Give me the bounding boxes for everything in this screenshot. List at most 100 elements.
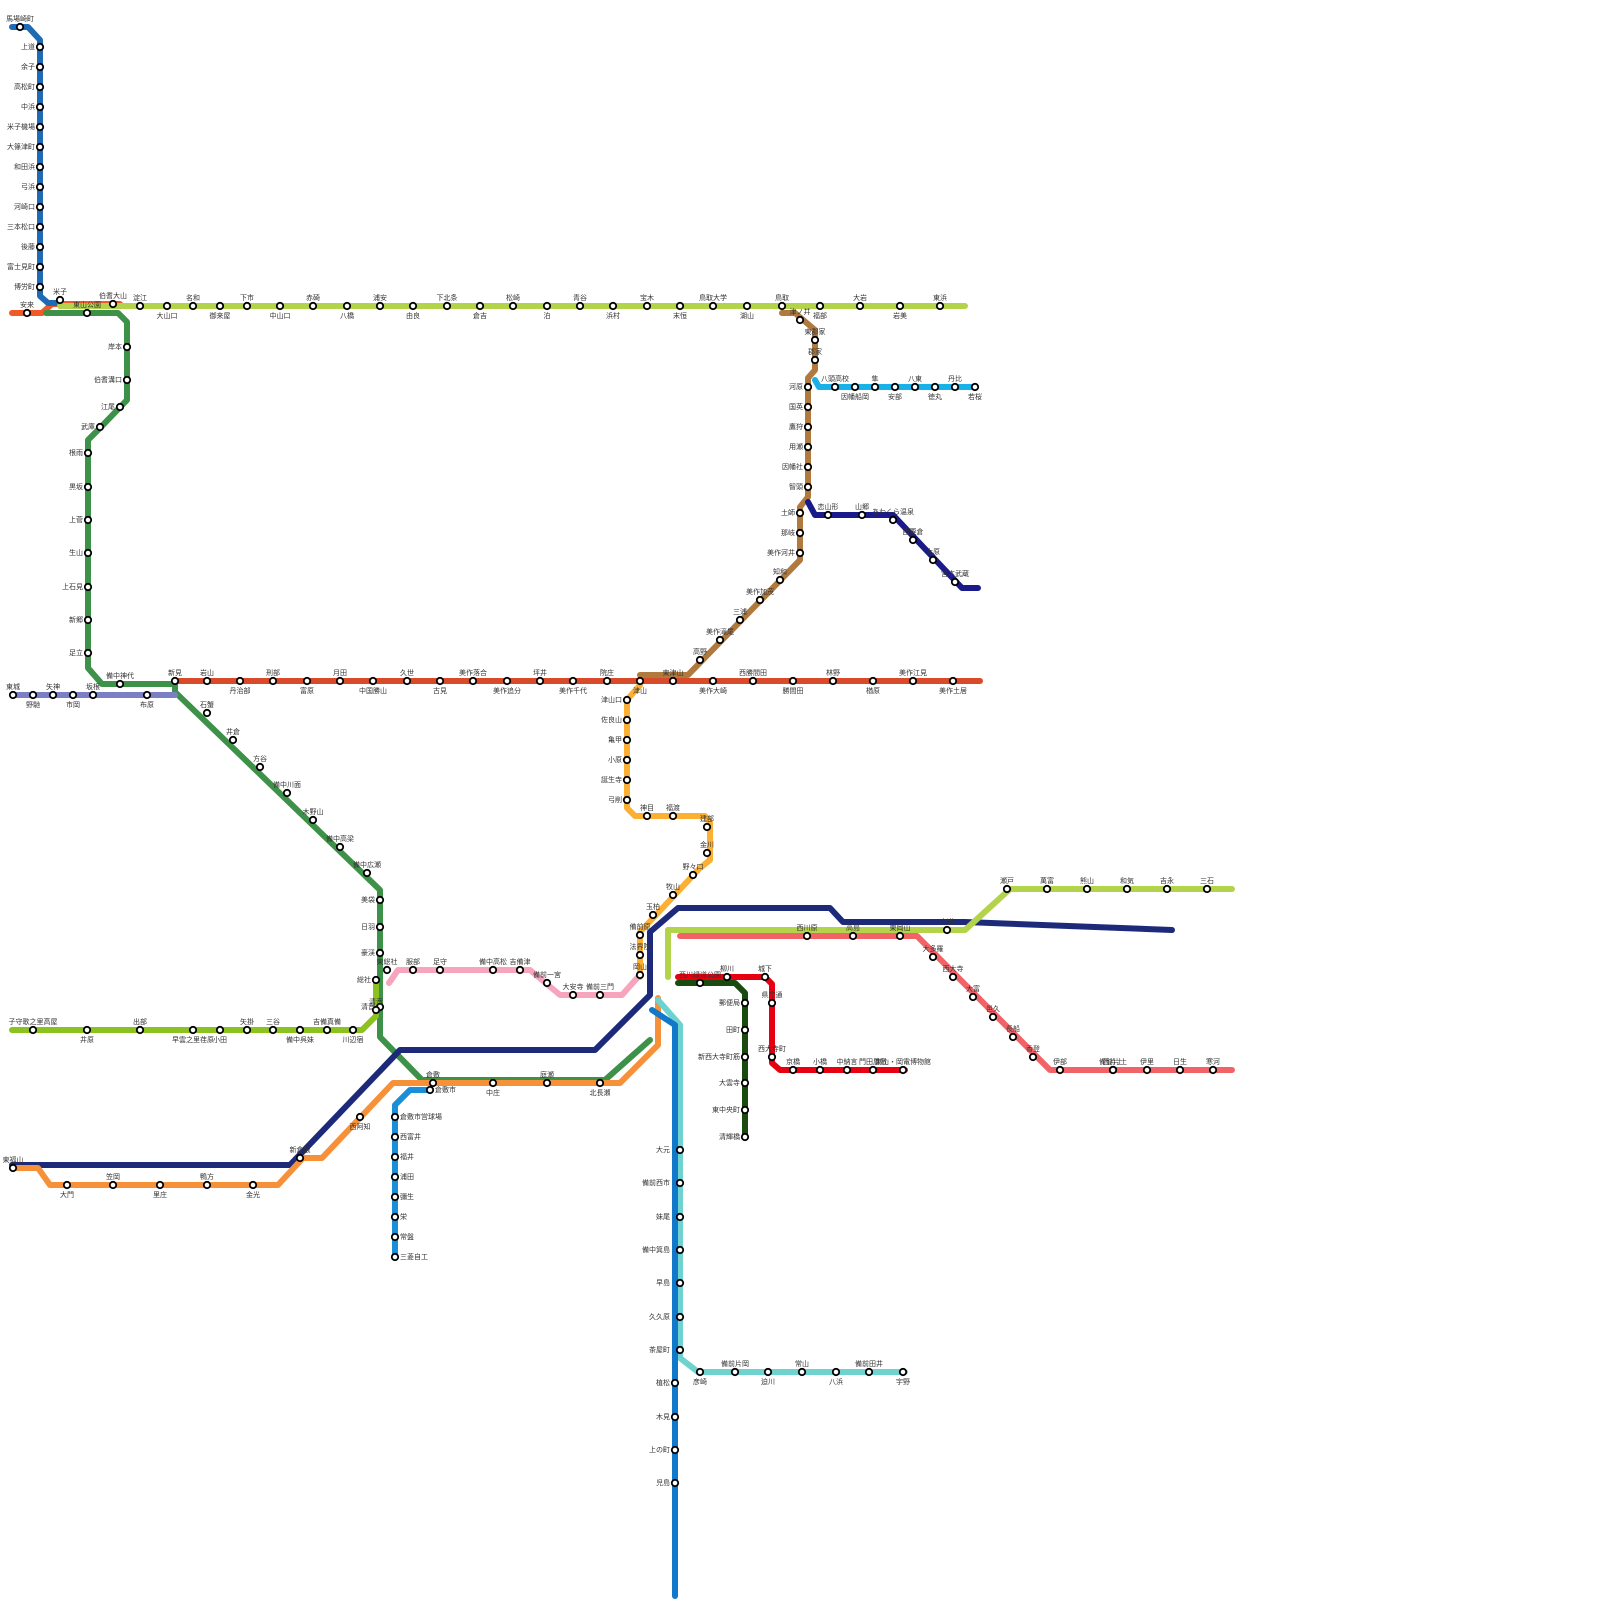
- station-marker[interactable]: [83, 515, 93, 525]
- station-marker[interactable]: [542, 1078, 552, 1088]
- station-marker[interactable]: [308, 815, 318, 825]
- station-marker[interactable]: [83, 582, 93, 592]
- station-marker[interactable]: [950, 382, 960, 392]
- station-marker[interactable]: [668, 890, 678, 900]
- station-marker[interactable]: [62, 1180, 72, 1190]
- station-marker[interactable]: [215, 1025, 225, 1035]
- station-marker[interactable]: [670, 1478, 680, 1488]
- station-marker[interactable]: [788, 676, 798, 686]
- station-marker[interactable]: [755, 595, 765, 605]
- station-marker[interactable]: [48, 690, 58, 700]
- station-marker[interactable]: [675, 301, 685, 311]
- station-marker[interactable]: [335, 676, 345, 686]
- station-marker[interactable]: [868, 676, 878, 686]
- station-marker[interactable]: [28, 690, 38, 700]
- station-marker[interactable]: [708, 301, 718, 311]
- station-marker[interactable]: [635, 930, 645, 940]
- station-marker[interactable]: [8, 690, 18, 700]
- station-marker[interactable]: [68, 690, 78, 700]
- station-marker[interactable]: [670, 1378, 680, 1388]
- station-marker[interactable]: [435, 965, 445, 975]
- station-marker[interactable]: [635, 950, 645, 960]
- station-marker[interactable]: [408, 301, 418, 311]
- station-marker[interactable]: [1002, 884, 1012, 894]
- station-marker[interactable]: [568, 990, 578, 1000]
- station-marker[interactable]: [831, 1367, 841, 1377]
- station-marker[interactable]: [248, 1180, 258, 1190]
- station-marker[interactable]: [1008, 1032, 1018, 1042]
- station-marker[interactable]: [425, 1085, 435, 1095]
- station-marker[interactable]: [202, 676, 212, 686]
- station-marker[interactable]: [740, 1078, 750, 1088]
- station-marker[interactable]: [35, 262, 45, 272]
- station-marker[interactable]: [35, 62, 45, 72]
- station-marker[interactable]: [602, 676, 612, 686]
- station-marker[interactable]: [642, 811, 652, 821]
- station-marker[interactable]: [342, 301, 352, 311]
- station-marker[interactable]: [348, 1025, 358, 1035]
- station-marker[interactable]: [695, 978, 705, 988]
- station-marker[interactable]: [1028, 1052, 1038, 1062]
- station-marker[interactable]: [828, 676, 838, 686]
- station-marker[interactable]: [740, 998, 750, 1008]
- station-marker[interactable]: [142, 690, 152, 700]
- station-marker[interactable]: [375, 948, 385, 958]
- station-marker[interactable]: [390, 1172, 400, 1182]
- station-marker[interactable]: [442, 301, 452, 311]
- station-marker[interactable]: [702, 848, 712, 858]
- station-marker[interactable]: [730, 1367, 740, 1377]
- station-marker[interactable]: [408, 965, 418, 975]
- station-marker[interactable]: [35, 222, 45, 232]
- station-marker[interactable]: [595, 1078, 605, 1088]
- station-marker[interactable]: [115, 402, 125, 412]
- station-marker[interactable]: [803, 382, 813, 392]
- station-marker[interactable]: [608, 301, 618, 311]
- station-marker[interactable]: [740, 1052, 750, 1062]
- station-marker[interactable]: [170, 676, 180, 686]
- station-marker[interactable]: [675, 1312, 685, 1322]
- station-marker[interactable]: [135, 301, 145, 311]
- station-marker[interactable]: [115, 679, 125, 689]
- station-marker[interactable]: [930, 382, 940, 392]
- station-marker[interactable]: [1082, 884, 1092, 894]
- station-marker[interactable]: [488, 965, 498, 975]
- station-marker[interactable]: [895, 301, 905, 311]
- station-marker[interactable]: [948, 972, 958, 982]
- station-marker[interactable]: [1208, 1065, 1218, 1075]
- station-marker[interactable]: [390, 1192, 400, 1202]
- station-marker[interactable]: [670, 1445, 680, 1455]
- station-marker[interactable]: [898, 1065, 908, 1075]
- station-marker[interactable]: [595, 990, 605, 1000]
- station-marker[interactable]: [83, 548, 93, 558]
- station-marker[interactable]: [135, 1025, 145, 1035]
- station-marker[interactable]: [568, 676, 578, 686]
- station-marker[interactable]: [950, 577, 960, 587]
- station-marker[interactable]: [668, 811, 678, 821]
- station-marker[interactable]: [390, 1252, 400, 1262]
- station-marker[interactable]: [362, 868, 372, 878]
- station-marker[interactable]: [763, 1367, 773, 1377]
- station-marker[interactable]: [823, 510, 833, 520]
- station-marker[interactable]: [908, 535, 918, 545]
- station-marker[interactable]: [162, 301, 172, 311]
- station-marker[interactable]: [622, 715, 632, 725]
- station-marker[interactable]: [848, 931, 858, 941]
- station-marker[interactable]: [371, 975, 381, 985]
- station-marker[interactable]: [767, 1052, 777, 1062]
- station-marker[interactable]: [382, 965, 392, 975]
- station-marker[interactable]: [428, 1078, 438, 1088]
- station-marker[interactable]: [855, 301, 865, 311]
- station-marker[interactable]: [268, 676, 278, 686]
- station-marker[interactable]: [675, 1278, 685, 1288]
- station-marker[interactable]: [35, 82, 45, 92]
- station-marker[interactable]: [775, 575, 785, 585]
- station-marker[interactable]: [797, 1367, 807, 1377]
- station-marker[interactable]: [802, 931, 812, 941]
- station-marker[interactable]: [82, 1025, 92, 1035]
- station-marker[interactable]: [402, 676, 412, 686]
- station-marker[interactable]: [910, 382, 920, 392]
- station-marker[interactable]: [988, 1012, 998, 1022]
- station-marker[interactable]: [35, 42, 45, 52]
- station-marker[interactable]: [368, 676, 378, 686]
- station-marker[interactable]: [942, 925, 952, 935]
